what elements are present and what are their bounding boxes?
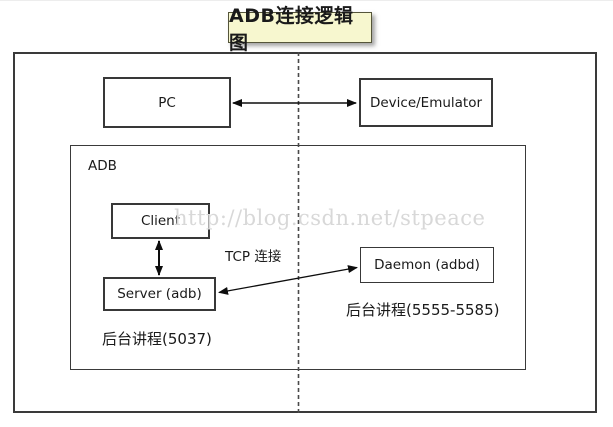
server-process-label: 后台讲程(5037) [102,330,212,348]
diagram-title: ADB连接逻辑图 [228,5,372,54]
pc-node: PC [103,77,231,128]
daemon-process-label: 后台讲程(5555-5585) [346,301,500,319]
server-node: Server (adb) [103,277,216,311]
blog-watermark: http://blog.csdn.net/stpeace [174,206,486,230]
device-emulator-node: Device/Emulator [359,78,493,127]
diagram-title-label: ADB连接逻辑图 [229,4,354,54]
daemon-node: Daemon (adbd) [360,247,494,283]
device-emulator-node-label: Device/Emulator [369,94,483,111]
pc-node-label: PC [158,94,176,111]
adb-container-label: ADB [88,158,117,174]
outer-frame [13,52,597,413]
daemon-node-label: Daemon (adbd) [374,257,480,273]
client-node: Client [111,203,210,239]
server-node-label: Server (adb) [117,286,202,302]
tcp-connection-label: TCP 连接 [225,249,282,265]
page-top-edge [0,0,613,1]
client-node-label: Client [140,213,181,229]
